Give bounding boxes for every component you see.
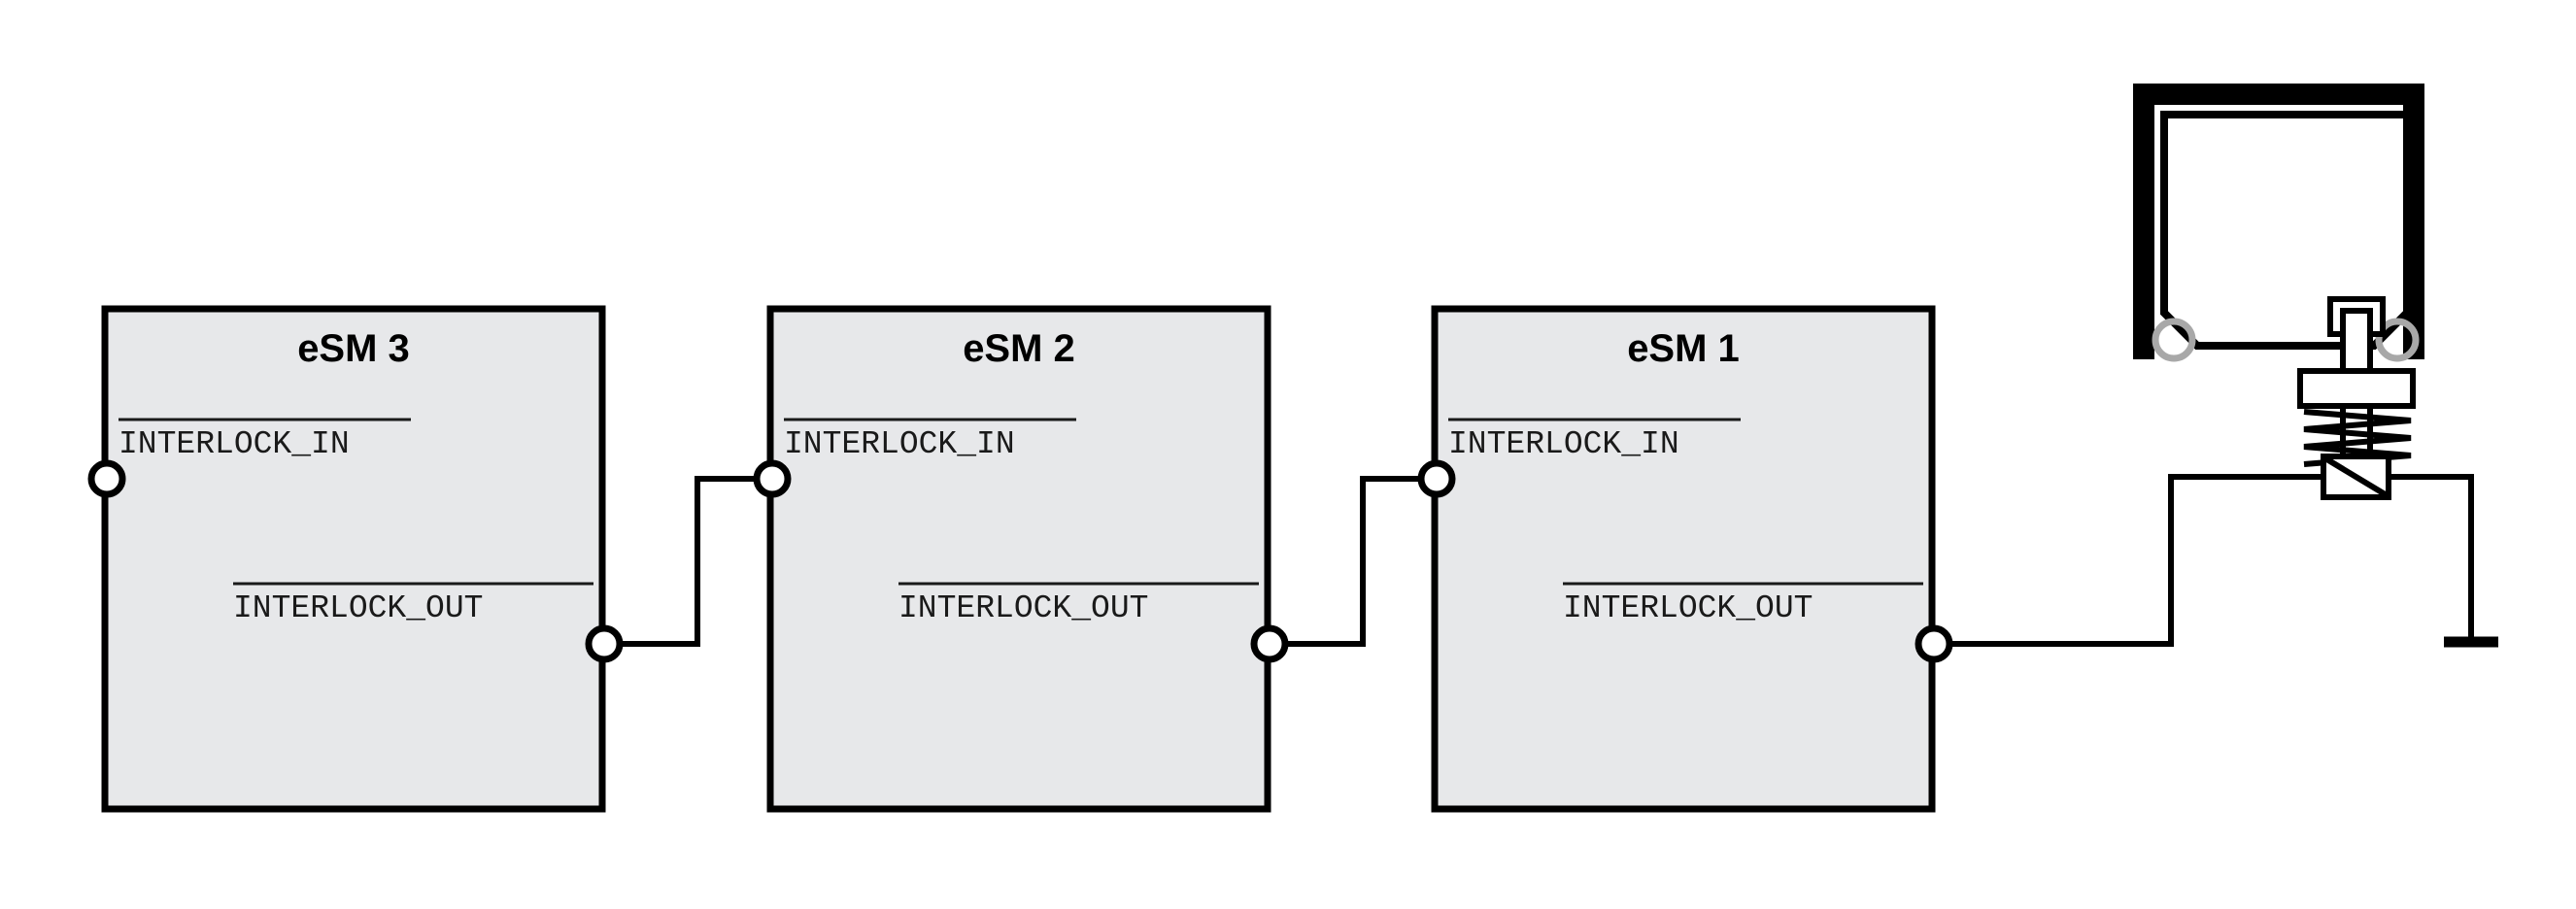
module-title: eSM 2 bbox=[963, 327, 1075, 370]
module-esm3[interactable]: eSM 3 INTERLOCK_IN INTERLOCK_OUT bbox=[87, 305, 624, 813]
module-body[interactable] bbox=[766, 305, 1271, 813]
estop-head-outline bbox=[2160, 111, 2411, 350]
wire-esm2-out-to-esm1-in bbox=[1270, 476, 1437, 647]
module-title: eSM 3 bbox=[297, 327, 410, 370]
head-corner-dot-right bbox=[2375, 318, 2420, 362]
interlock-out-port[interactable] bbox=[1915, 624, 1953, 663]
estop-frame-icon bbox=[2133, 84, 2424, 359]
interlock-out-label: INTERLOCK_OUT bbox=[1563, 590, 1813, 626]
contact-closed-bar bbox=[2323, 455, 2389, 498]
interlock-in-label: INTERLOCK_IN bbox=[1448, 426, 1679, 462]
wire-esm3-out-to-esm2-in bbox=[604, 476, 772, 647]
interlock-out-label: INTERLOCK_OUT bbox=[898, 590, 1148, 626]
wire-layer bbox=[604, 474, 2498, 648]
interlock-in-label: INTERLOCK_IN bbox=[784, 426, 1015, 462]
estop-flange bbox=[2297, 368, 2416, 409]
interlock-in-port[interactable] bbox=[1417, 459, 1456, 498]
module-body[interactable] bbox=[1431, 305, 1936, 813]
head-corner-dot-left bbox=[2152, 318, 2196, 362]
wire-esm1-out-to-estop bbox=[1934, 474, 2323, 647]
module-esm2[interactable]: eSM 2 INTERLOCK_IN INTERLOCK_OUT bbox=[753, 305, 1289, 813]
interlock-in-port[interactable] bbox=[87, 459, 126, 498]
module-esm1[interactable]: eSM 1 INTERLOCK_IN INTERLOCK_OUT bbox=[1417, 305, 1953, 813]
interlock-out-label: INTERLOCK_OUT bbox=[233, 590, 483, 626]
module-title: eSM 1 bbox=[1627, 327, 1740, 370]
estop-contact-block[interactable] bbox=[2321, 454, 2391, 500]
interlock-in-label: INTERLOCK_IN bbox=[119, 426, 350, 462]
interlock-out-port[interactable] bbox=[585, 624, 624, 663]
interlock-in-port[interactable] bbox=[753, 459, 792, 498]
emergency-stop-button[interactable] bbox=[2133, 84, 2424, 500]
wire-estop-to-terminal bbox=[2389, 474, 2474, 642]
interlock-out-port[interactable] bbox=[1250, 624, 1289, 663]
estop-return-spring bbox=[2303, 406, 2412, 467]
module-body[interactable] bbox=[101, 305, 606, 813]
